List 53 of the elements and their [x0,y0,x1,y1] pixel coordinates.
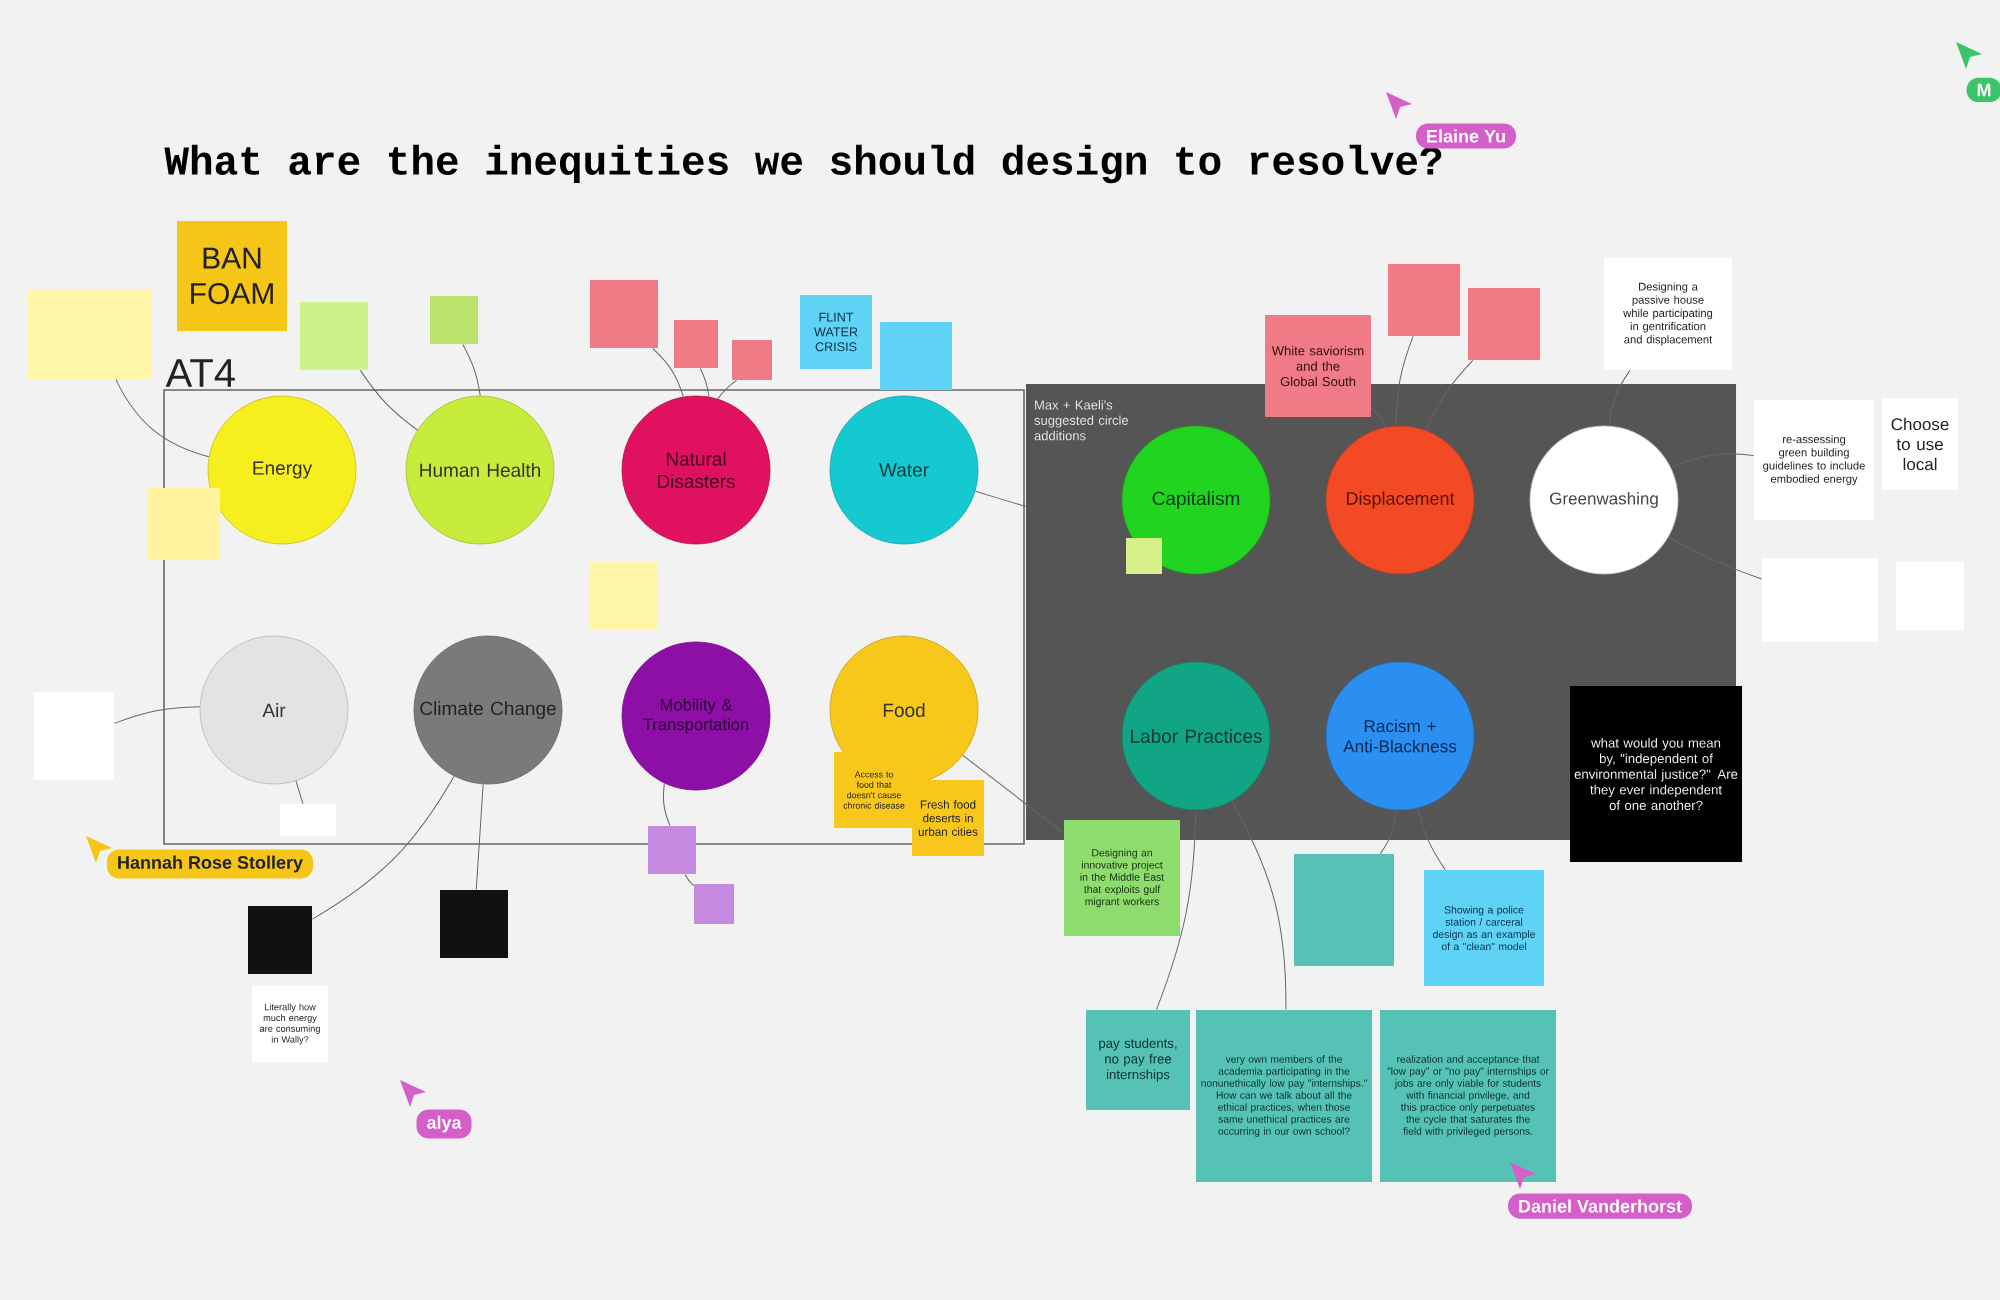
connector-line [684,873,695,887]
connector-line [962,754,1065,834]
sticky-note [1294,854,1395,966]
connector-line [462,343,481,397]
sticky-note [648,826,696,874]
connector-line [113,706,201,724]
sticky-note [430,296,478,344]
node-label: AT4 [165,359,235,387]
connector-line [311,775,455,920]
connector-line [359,369,418,431]
connector-line [699,367,710,398]
connector-line [115,378,210,458]
sticky-note [1468,288,1540,360]
sticky-note [248,906,312,974]
sticky-note [34,692,114,780]
connector-line [1608,369,1631,427]
sticky-note [1388,264,1460,336]
connector-line [974,490,1027,507]
sticky-note [694,884,734,924]
cursor-tag: alya [400,1080,472,1139]
connector-line [475,783,484,891]
connector-line [662,782,671,827]
sticky-note [148,488,220,560]
connector-line [1379,809,1397,855]
sticky-note [1762,558,1879,642]
cursor-tag: Daniel Vanderhorst [1508,1162,1693,1219]
sticky-note [280,804,336,836]
sticky-note [590,280,658,348]
title: What are the inequities we should design to resolve? [164,144,1442,184]
connector-line [652,347,684,398]
connector-line [1668,536,1763,580]
sticky-note [440,890,508,958]
sticky-note [1126,538,1162,574]
connector-line [717,379,738,400]
connector-line [1395,335,1414,427]
connector-line [295,780,304,805]
connector-line [1370,408,1386,428]
connector-line [1670,453,1755,469]
sticky-note [28,289,152,379]
connector-line [1156,809,1197,1011]
connector-line [1425,359,1474,431]
cursor-tag: Elaine Yu [1386,92,1517,149]
sticky-note [732,340,772,380]
cursor-tag: M [1956,42,2000,103]
cursor-tag: Hannah Rose Stollery [86,836,314,879]
sticky-note: BAN FOAM [177,221,287,331]
sticky-note [674,320,718,368]
sticky-note [880,322,952,390]
sticky-note [590,562,658,630]
connector-line [1417,807,1446,871]
connector-line [1231,800,1287,1011]
sticky-note: Choose to use local [1882,398,1959,490]
sticky-note [300,302,368,370]
